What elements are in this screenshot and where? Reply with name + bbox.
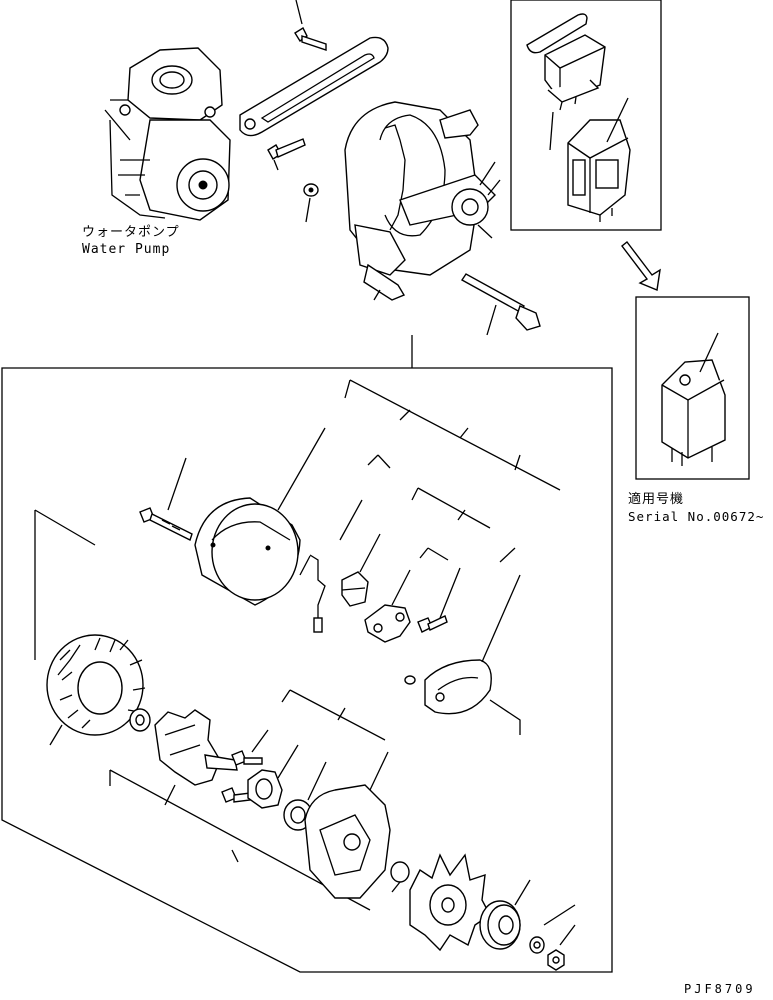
pulley-washer <box>529 936 545 954</box>
water-pump-label-jp: ウォータポンプ <box>82 225 180 240</box>
brush-holder <box>364 569 411 643</box>
reference-brackets <box>34 379 561 911</box>
spacer-collar <box>390 861 410 893</box>
water-pump-label-en: Water Pump <box>82 242 171 257</box>
front-frame <box>304 751 391 899</box>
rear-bearing <box>129 708 151 732</box>
relay-new <box>661 332 726 466</box>
brush-lead <box>299 499 363 633</box>
cooling-fan <box>409 853 491 952</box>
retainer-plate <box>247 744 299 809</box>
relay-detail-box <box>510 0 662 231</box>
washer-small <box>303 183 319 223</box>
serial-label-jp: 適用号機 <box>628 492 685 507</box>
rotor <box>154 709 238 806</box>
relay-old <box>526 13 606 151</box>
rectifier-cover <box>404 574 521 715</box>
through-bolt <box>460 273 541 336</box>
pulley <box>479 879 531 950</box>
water-pump <box>104 47 231 221</box>
frame-screw-2 <box>221 787 251 803</box>
bolt-top <box>294 0 327 51</box>
adjusting-strap <box>239 36 389 137</box>
bolt-middle <box>267 138 306 171</box>
relay-with-bracket <box>567 97 631 222</box>
exploded-view-frame <box>1 367 613 973</box>
serial-relay-box <box>635 296 750 480</box>
alternator-assembly <box>344 101 501 301</box>
arrow-to-serial-box <box>621 241 661 291</box>
brush <box>341 533 381 607</box>
long-screw <box>139 457 193 541</box>
rear-cover <box>194 427 326 606</box>
drawing-code: PJF8709 <box>684 982 756 996</box>
holder-screw <box>417 567 461 633</box>
serial-label-en: Serial No.00672~ <box>628 509 765 524</box>
frame-screw-1 <box>231 729 269 766</box>
pulley-nut <box>543 904 576 971</box>
stator <box>46 634 146 746</box>
